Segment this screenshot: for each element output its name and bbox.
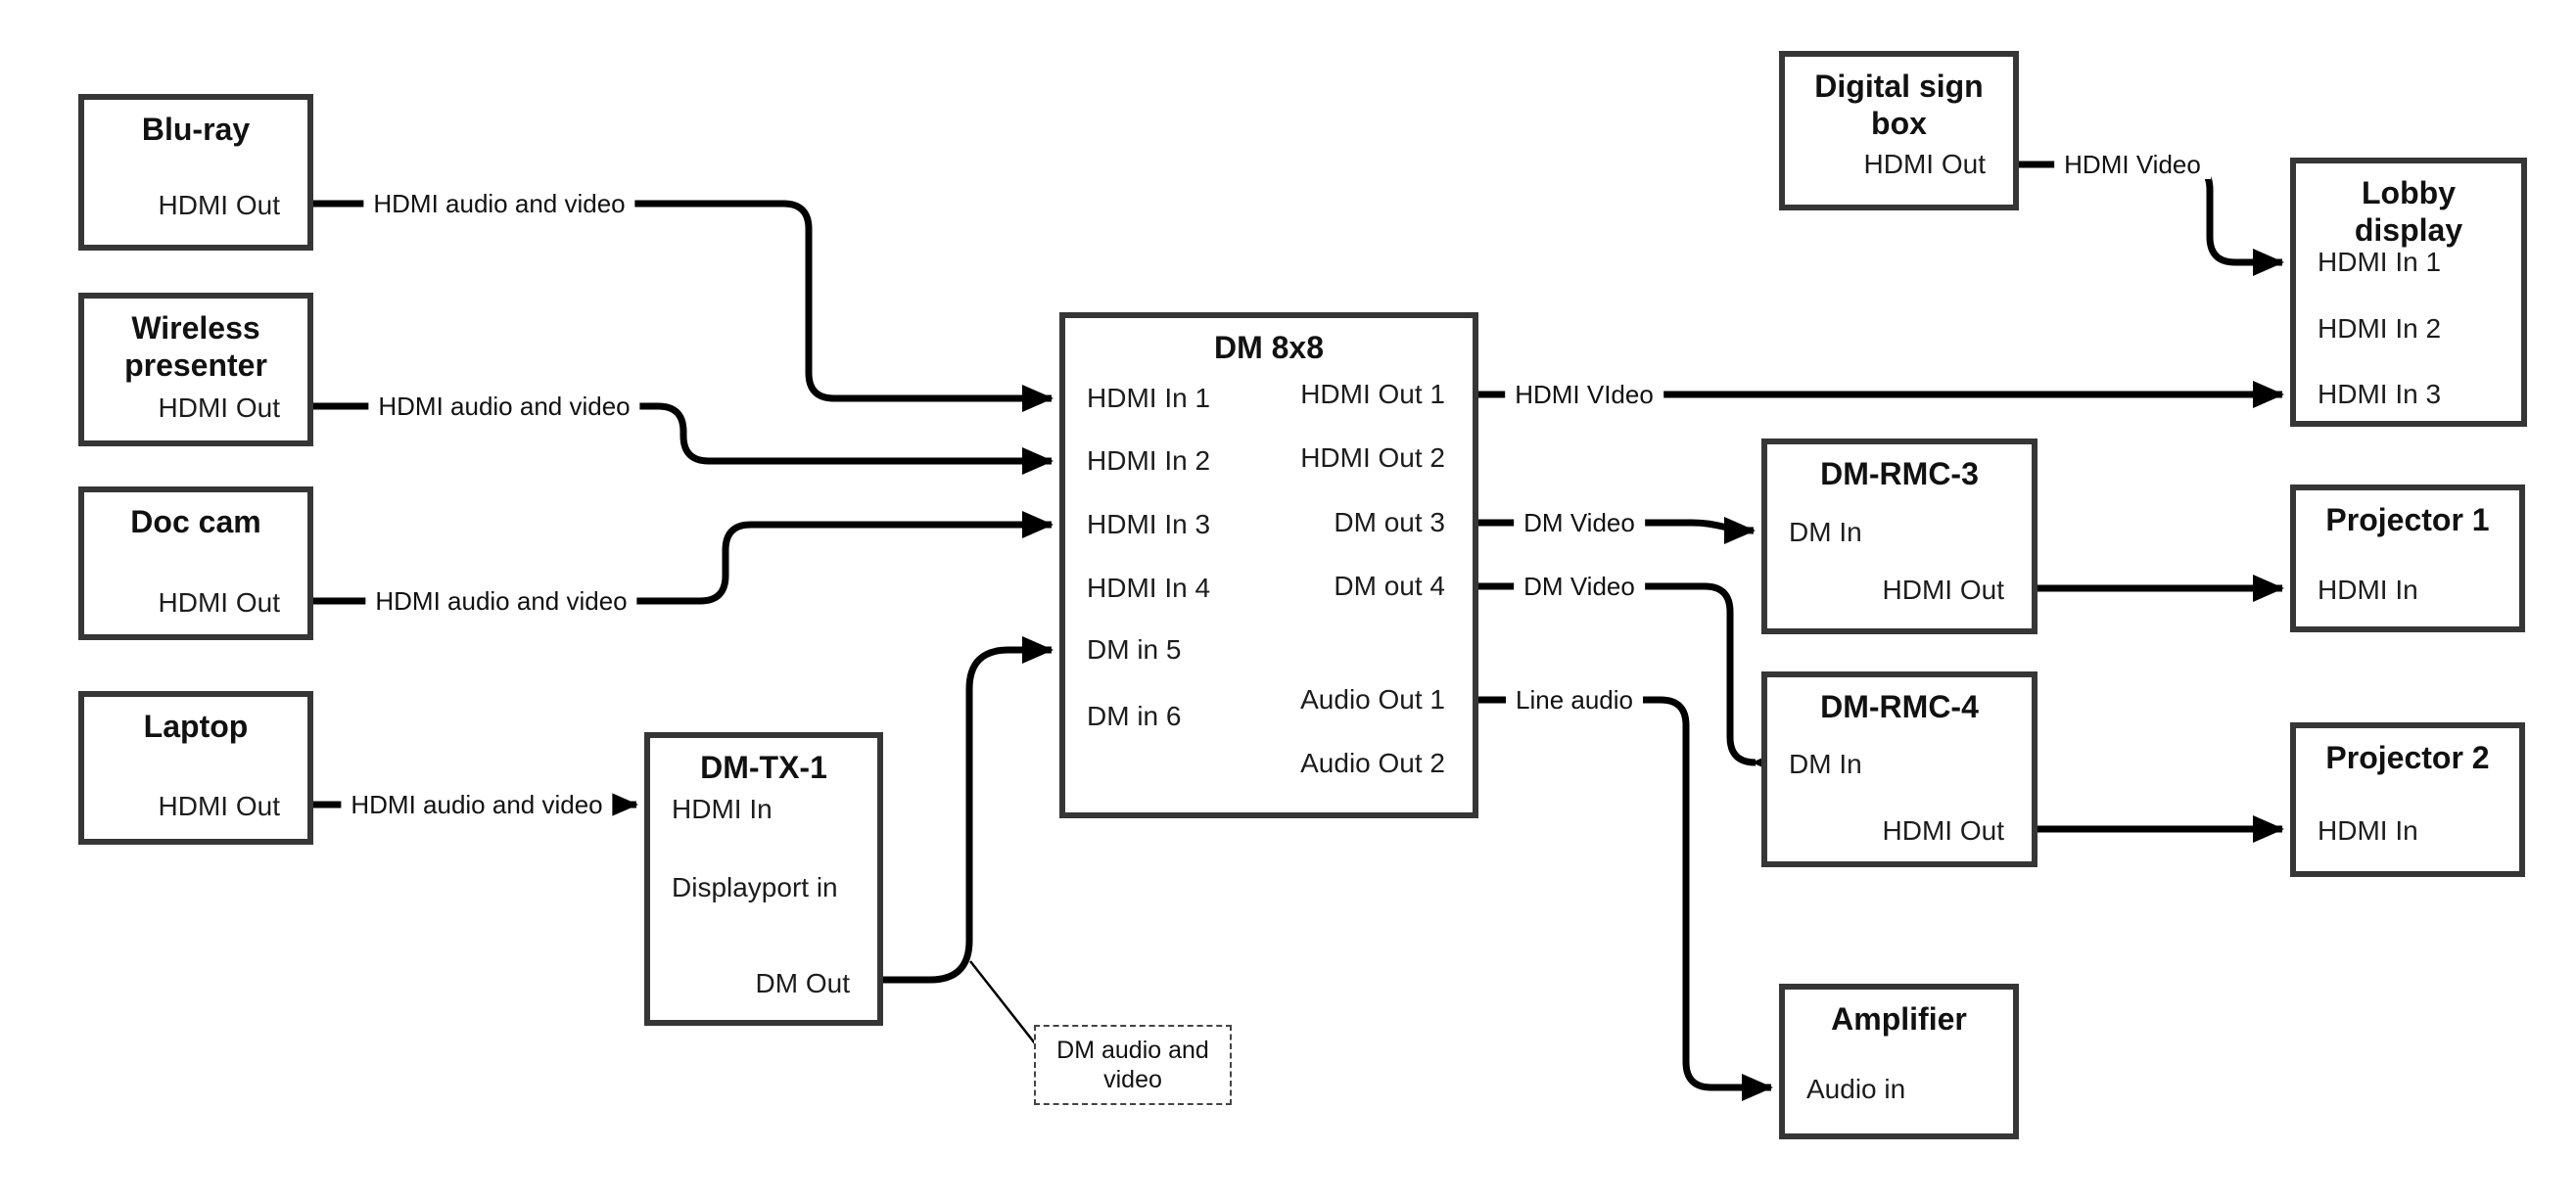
port-hdmi-in: HDMI In: [2318, 815, 2418, 846]
port-dm-in: DM In: [1789, 517, 1862, 547]
port-audio-in: Audio in: [1806, 1074, 1906, 1104]
node-title: Blu-ray: [141, 112, 251, 147]
port-audio-out-1: Audio Out 1: [1300, 684, 1445, 715]
port-hdmi-out: HDMI Out: [158, 791, 280, 821]
node-title: DM-TX-1: [700, 750, 827, 785]
wire-wireless-to-dm8x8-in2: [313, 402, 1054, 475]
node-dm-8x8: DM 8x8 HDMI In 1 HDMI In 2 HDMI In 3 HDM…: [1059, 312, 1478, 818]
port-hdmi-out: HDMI Out: [158, 587, 280, 618]
node-title: Lobby display: [2354, 175, 2463, 248]
port-hdmi-out-2: HDMI Out 2: [1300, 442, 1445, 473]
port-dm-in-5: DM in 5: [1087, 634, 1182, 665]
wire-label-dm-video-out3: DM Video: [1514, 508, 1645, 537]
node-title: Projector 1: [2325, 502, 2490, 537]
node-title: Amplifier: [1831, 1001, 1967, 1037]
node-dm-tx-1: DM-TX-1 HDMI In Displayport in DM Out: [644, 732, 883, 1026]
annotation-dm-audio-video: DM audio and video: [1034, 1025, 1232, 1105]
wire-label-hdmi-av-bluray: HDMI audio and video: [363, 189, 635, 218]
wire-label-hdmi-av-laptop: HDMI audio and video: [341, 790, 613, 819]
port-hdmi-in-3: HDMI In 3: [1087, 509, 1211, 539]
port-hdmi-out: HDMI Out: [158, 393, 280, 423]
port-hdmi-in: HDMI In: [2318, 575, 2418, 605]
node-title: Projector 2: [2325, 740, 2490, 775]
wire-label-dm-video-out4: DM Video: [1514, 572, 1645, 601]
node-lobby-display: Lobby display HDMI In 1 HDMI In 2 HDMI I…: [2290, 158, 2527, 427]
port-dm-in: DM In: [1789, 749, 1862, 779]
port-hdmi-out: HDMI Out: [1882, 815, 2004, 846]
wire-label-hdmi-av-wireless: HDMI audio and video: [368, 392, 640, 421]
port-hdmi-in-1: HDMI In 1: [1087, 383, 1211, 413]
node-digital-sign-box: Digital sign box HDMI Out: [1779, 51, 2019, 210]
wire-label-hdmi-av-doccam: HDMI audio and video: [365, 586, 637, 616]
port-hdmi-out-1: HDMI Out 1: [1300, 379, 1445, 409]
wire-label-line-audio: Line audio: [1506, 685, 1643, 715]
port-hdmi-in-2: HDMI In 2: [1087, 445, 1211, 476]
node-projector-1: Projector 1 HDMI In: [2290, 485, 2525, 632]
node-dm-rmc-4: DM-RMC-4 DM In HDMI Out: [1761, 671, 2037, 867]
wire-label-hdmi-video-out1: HDMI VIdeo: [1505, 380, 1663, 409]
port-hdmi-in: HDMI In: [672, 794, 773, 824]
node-wireless-presenter: Wireless presenter HDMI Out: [78, 293, 313, 446]
port-hdmi-out: HDMI Out: [1882, 575, 2004, 605]
node-dm-rmc-3: DM-RMC-3 DM In HDMI Out: [1761, 439, 2037, 634]
wire-dmtx1-to-dm8x8-in5: [883, 636, 1054, 984]
node-projector-2: Projector 2 HDMI In: [2290, 722, 2525, 877]
node-title: DM-RMC-3: [1820, 456, 1979, 491]
node-laptop: Laptop HDMI Out: [78, 691, 313, 845]
port-hdmi-out: HDMI Out: [158, 190, 280, 220]
port-hdmi-in-3: HDMI In 3: [2318, 379, 2442, 409]
port-dm-in-6: DM in 6: [1087, 701, 1182, 731]
port-audio-out-2: Audio Out 2: [1300, 748, 1445, 778]
wire-bluray-to-dm8x8-in1: [313, 200, 1054, 412]
node-title: Digital sign box: [1814, 69, 1984, 141]
port-hdmi-in-4: HDMI In 4: [1087, 573, 1211, 603]
wire-label-hdmi-video-sign: HDMI Video: [2054, 150, 2211, 179]
port-displayport-in: Displayport in: [672, 872, 838, 902]
wire-digitalsign-to-lobby-in1: [2019, 161, 2284, 276]
node-title: DM-RMC-4: [1820, 689, 1979, 724]
port-dm-out: DM Out: [755, 968, 850, 998]
port-hdmi-out: HDMI Out: [1863, 149, 1986, 179]
node-doc-cam: Doc cam HDMI Out: [78, 486, 313, 640]
port-dm-out-3: DM out 3: [1334, 507, 1445, 537]
wire-dm8x8-audio1-to-amp: [1478, 696, 1773, 1101]
node-blu-ray: Blu-ray HDMI Out: [78, 94, 313, 251]
node-title: Doc cam: [130, 504, 261, 539]
node-title: Laptop: [143, 709, 249, 744]
annotation-callout-line: [969, 960, 1036, 1044]
wire-dm8x8-out3-to-rmc3: [1478, 516, 1756, 544]
node-title: DM 8x8: [1213, 330, 1325, 365]
port-dm-out-4: DM out 4: [1334, 571, 1445, 601]
wire-doccam-to-dm8x8-in3: [313, 511, 1054, 605]
node-amplifier: Amplifier Audio in: [1779, 984, 2019, 1139]
port-hdmi-in-1: HDMI In 1: [2318, 247, 2442, 277]
wire-dm8x8-out4-to-rmc4: [1478, 582, 1783, 776]
node-title: Wireless presenter: [124, 310, 267, 383]
port-hdmi-in-2: HDMI In 2: [2318, 313, 2442, 344]
